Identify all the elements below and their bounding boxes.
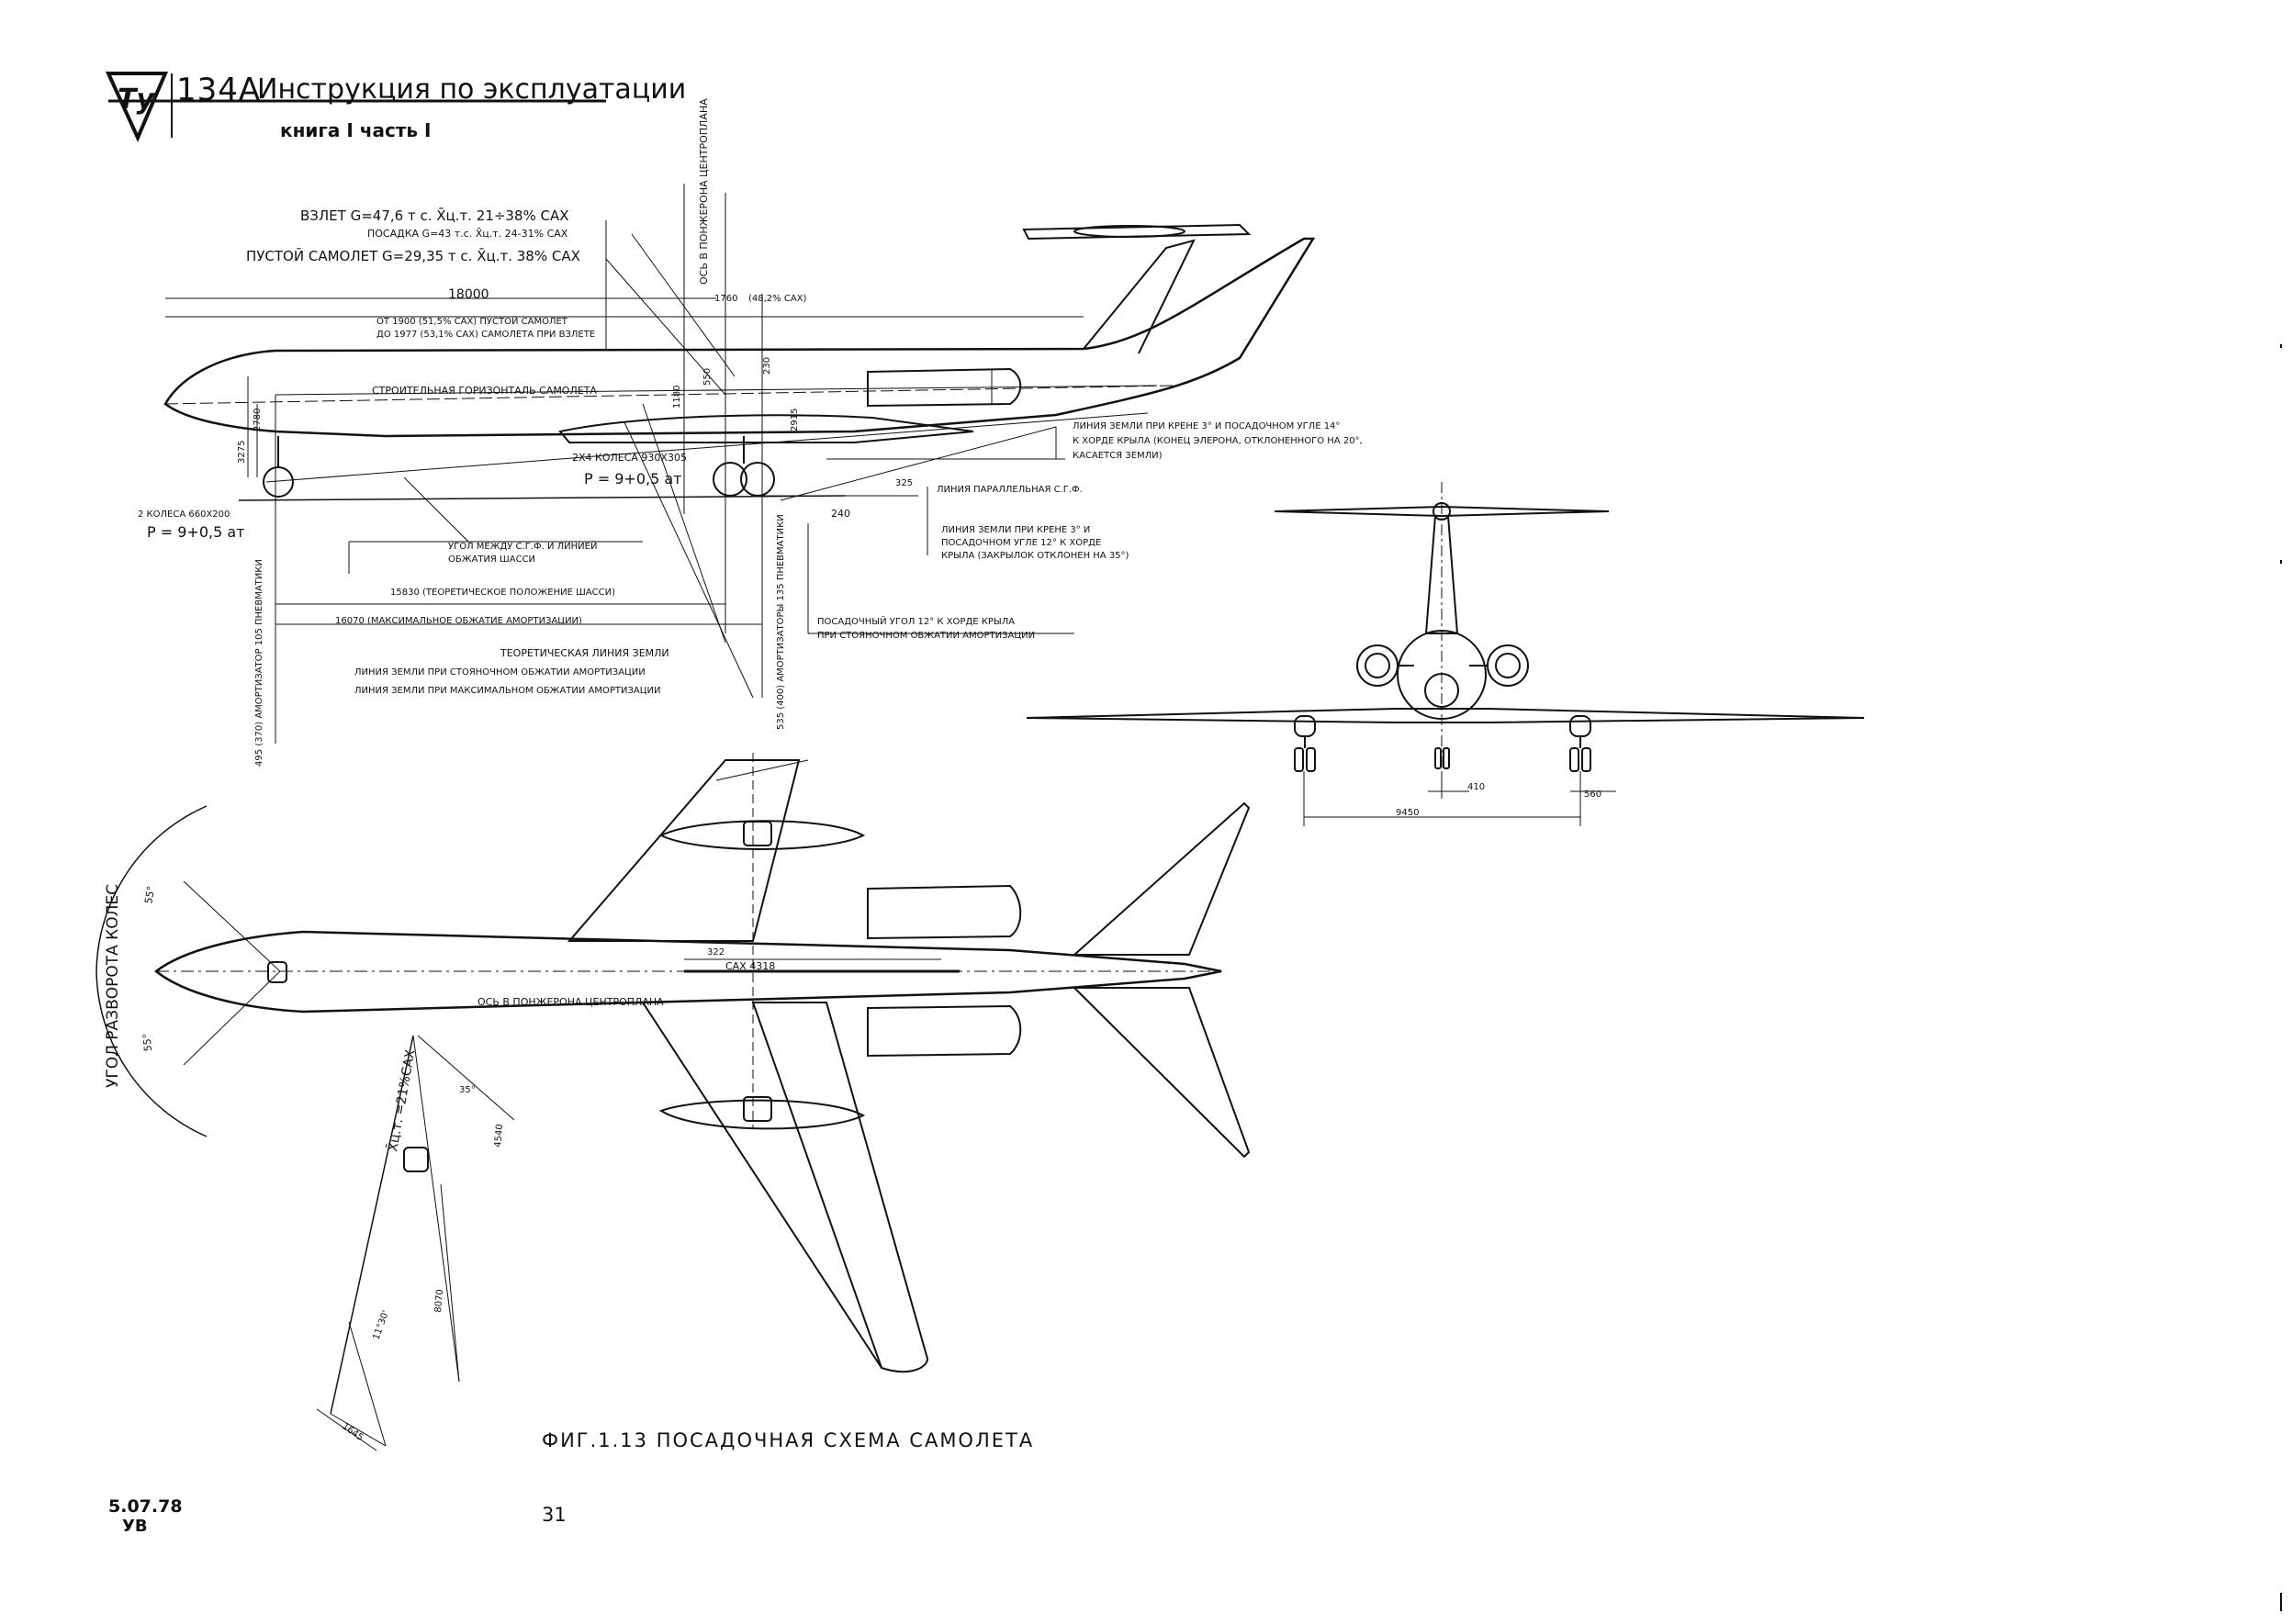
dim-15830: 15830 (ТЕОРЕТИЧЕСКОЕ ПОЛОЖЕНИЕ ШАССИ) — [390, 588, 615, 598]
scan-marks — [2280, 344, 2282, 1611]
dim-3275: 3275 — [237, 441, 247, 464]
dim-1760: 1760 — [714, 294, 737, 304]
label-ground-max: ЛИНИЯ ЗЕМЛИ ПРИ МАКСИМАЛЬНОМ ОБЖАТИИ АМО… — [354, 686, 660, 696]
dim-230: 230 — [762, 357, 772, 375]
label-ground-bank-2: К ХОРДЕ КРЫЛА (КОНЕЦ ЭЛЕРОНА, ОТКЛОНЕННО… — [1073, 436, 1363, 446]
label-parallel: ЛИНИЯ ПАРАЛЛЕЛЬНАЯ С.Г.Ф. — [937, 485, 1083, 495]
label-nose-wheels: 2 КОЛЕСА 660Х200 — [138, 510, 230, 520]
dim-1180: 1180 — [672, 386, 682, 409]
dim-4540: 4540 — [493, 1124, 505, 1148]
label-sax-4318: САХ 4318 — [725, 960, 775, 972]
label-xct: X̄ц.т. =21%САХ — [385, 1048, 419, 1153]
model-number: 134А — [176, 72, 262, 108]
label-ground-bank-3: КАСАЕТСЯ ЗЕМЛИ) — [1073, 451, 1163, 461]
label-landing-angle-1: ПОСАДОЧНЫЙ УГОЛ 12° К ХОРДЕ КРЫЛА — [817, 615, 1015, 627]
plan-view — [96, 753, 1251, 1451]
logo-text: Ту — [118, 84, 155, 116]
label-nose-pressure: Р = 9+0,5 ат — [147, 523, 244, 541]
angle-11-30: 11°30' — [371, 1309, 391, 1341]
side-view — [163, 184, 1316, 744]
dim-410: 410 — [1467, 782, 1485, 792]
dim-8070: 8070 — [433, 1289, 445, 1313]
dim-2915: 2915 — [790, 409, 800, 431]
manual-subtitle: книга I часть I — [280, 119, 432, 141]
label-pylon-axis: ОСЬ В ПОНЖЕРОНА ЦЕНТРОПЛАНА — [698, 98, 710, 285]
label-angle-2: ОБЖАТИЯ ШАССИ — [448, 554, 535, 565]
label-ground-flap-3: КРЫЛА (ЗАКРЫЛОК ОТКЛОНЕН НА 35°) — [941, 551, 1129, 561]
dim-560: 560 — [1584, 790, 1601, 800]
label-ground-static: ЛИНИЯ ЗЕМЛИ ПРИ СТОЯНОЧНОМ ОБЖАТИИ АМОРТ… — [354, 667, 646, 678]
side-view-labels: ВЗЛЕТ G=47,6 т с. X̄ц.т. 21÷38% САХ ПОСА… — [138, 98, 1363, 767]
label-horizontal: СТРОИТЕЛЬНАЯ ГОРИЗОНТАЛЬ САМОЛЕТА — [372, 385, 597, 397]
label-landing-angle-2: ПРИ СТОЯНОЧНОМ ОБЖАТИИ АМОРТИЗАЦИИ — [817, 631, 1035, 641]
label-sax-482: (48,2% САХ) — [748, 294, 807, 304]
page-number: 31 — [542, 1504, 567, 1526]
manual-title: Инструкция по эксплуатации — [257, 73, 687, 106]
angle-55-lower: 55° — [140, 1033, 154, 1052]
dim-18000: 18000 — [448, 287, 489, 302]
plan-view-labels: УГОЛ РАЗВОРОТА КОЛЕС 55° 55° 322 САХ 431… — [104, 884, 775, 1443]
figure-caption: ФИГ.1.13 ПОСАДОЧНАЯ СХЕМА САМОЛЕТА — [542, 1429, 1035, 1451]
label-pylon-axis-plan: ОСЬ В ПОНЖЕРОНА ЦЕНТРОПЛАНА — [478, 996, 664, 1008]
label-main-pressure: Р = 9+0,5 ат — [584, 470, 681, 487]
dim-1645: 1645 — [340, 1421, 365, 1443]
dim-325: 325 — [895, 478, 913, 488]
footer-date: 5.07.78 — [108, 1496, 183, 1517]
angle-35: 35° — [459, 1085, 476, 1095]
label-turn-angle: УГОЛ РАЗВОРОТА КОЛЕС — [104, 884, 122, 1088]
label-to-1977: ДО 1977 (53,1% САХ) САМОЛЕТА ПРИ ВЗЛЕТЕ — [376, 330, 595, 340]
tupolev-logo-icon — [105, 72, 606, 142]
label-from-1900: ОТ 1900 (51,5% САХ) ПУСТОЙ САМОЛЕТ — [376, 315, 568, 327]
footer-code: УВ — [122, 1517, 148, 1536]
label-angle-1: УГОЛ МЕЖДУ С.Г.Ф. И ЛИНИЕЙ — [448, 540, 597, 552]
label-ground-flap-2: ПОСАДОЧНОМ УГЛЕ 12° К ХОРДЕ — [941, 538, 1101, 548]
dim-2780: 2780 — [253, 409, 263, 431]
front-view-labels: 9450 410 560 — [1396, 782, 1601, 818]
label-landing: ПОСАДКА G=43 т.с. X̄ц.т. 24-31% САХ — [367, 228, 568, 240]
dim-322: 322 — [707, 947, 725, 958]
dim-9450: 9450 — [1396, 808, 1419, 818]
label-empty: ПУСТОЙ САМОЛЕТ G=29,35 т с. X̄ц.т. 38% С… — [246, 247, 580, 264]
angle-55-upper: 55° — [142, 885, 157, 904]
label-main-shock: 535 (400) АМОРТИЗАТОРЫ 135 ПНЕВМАТИКИ — [776, 514, 786, 730]
label-ground-theory: ТЕОРЕТИЧЕСКАЯ ЛИНИЯ ЗЕМЛИ — [500, 647, 669, 659]
label-takeoff: ВЗЛЕТ G=47,6 т с. X̄ц.т. 21÷38% САХ — [300, 207, 569, 224]
dim-240: 240 — [831, 508, 850, 520]
dim-550: 550 — [702, 368, 713, 386]
label-ground-bank-1: ЛИНИЯ ЗЕМЛИ ПРИ КРЕНЕ 3° И ПОСАДОЧНОМ УГ… — [1073, 421, 1340, 431]
dim-16070: 16070 (МАКСИМАЛЬНОЕ ОБЖАТИЕ АМОРТИЗАЦИИ) — [335, 616, 582, 626]
label-ground-flap-1: ЛИНИЯ ЗЕМЛИ ПРИ КРЕНЕ 3° И — [941, 525, 1090, 535]
front-view — [1026, 482, 1865, 826]
label-nose-shock: 495 (370) АМОРТИЗАТОР 105 ПНЕВМАТИКИ — [254, 559, 264, 767]
label-main-wheels: 2Х4 КОЛЕСА 930Х305 — [572, 452, 687, 464]
